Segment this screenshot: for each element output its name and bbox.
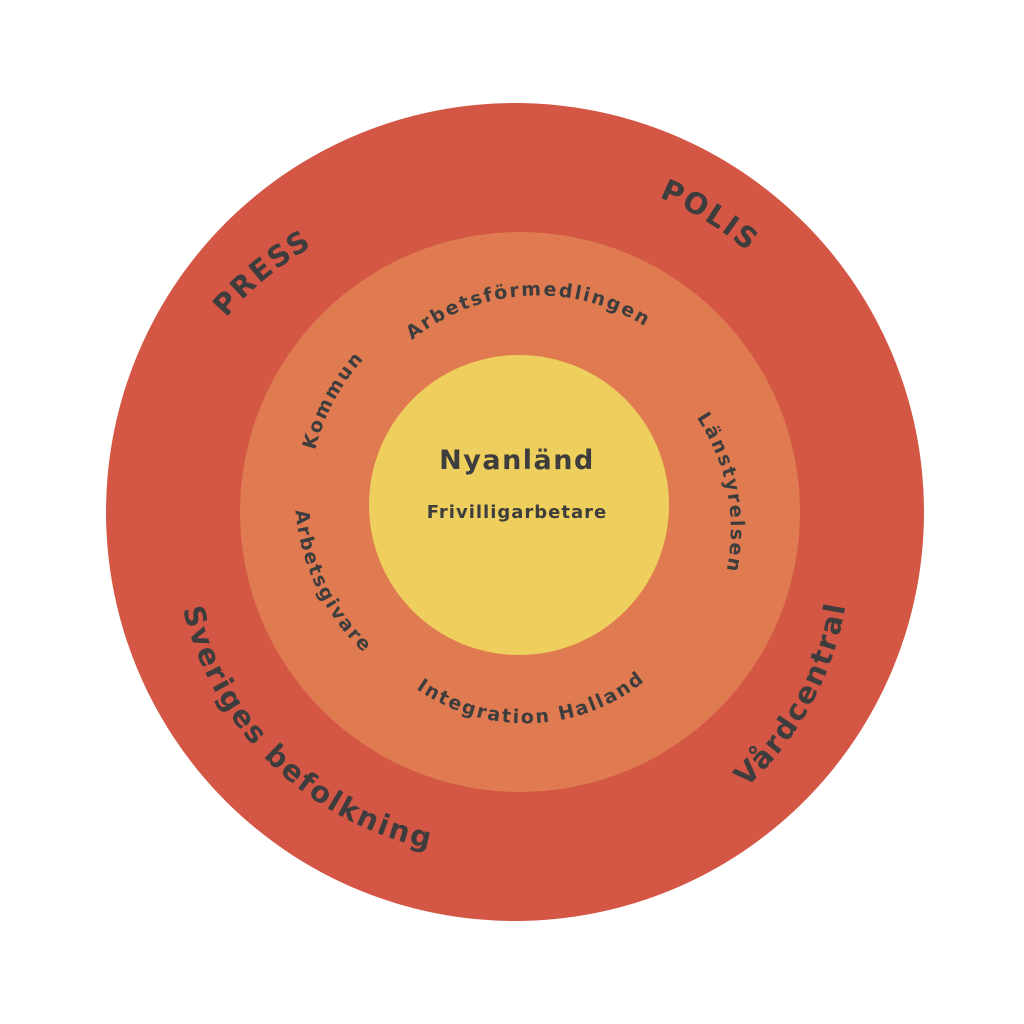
core-subtitle: Frivilligarbetare (427, 502, 607, 523)
core-circle (369, 355, 669, 655)
core-title: Nyanländ (439, 445, 595, 476)
